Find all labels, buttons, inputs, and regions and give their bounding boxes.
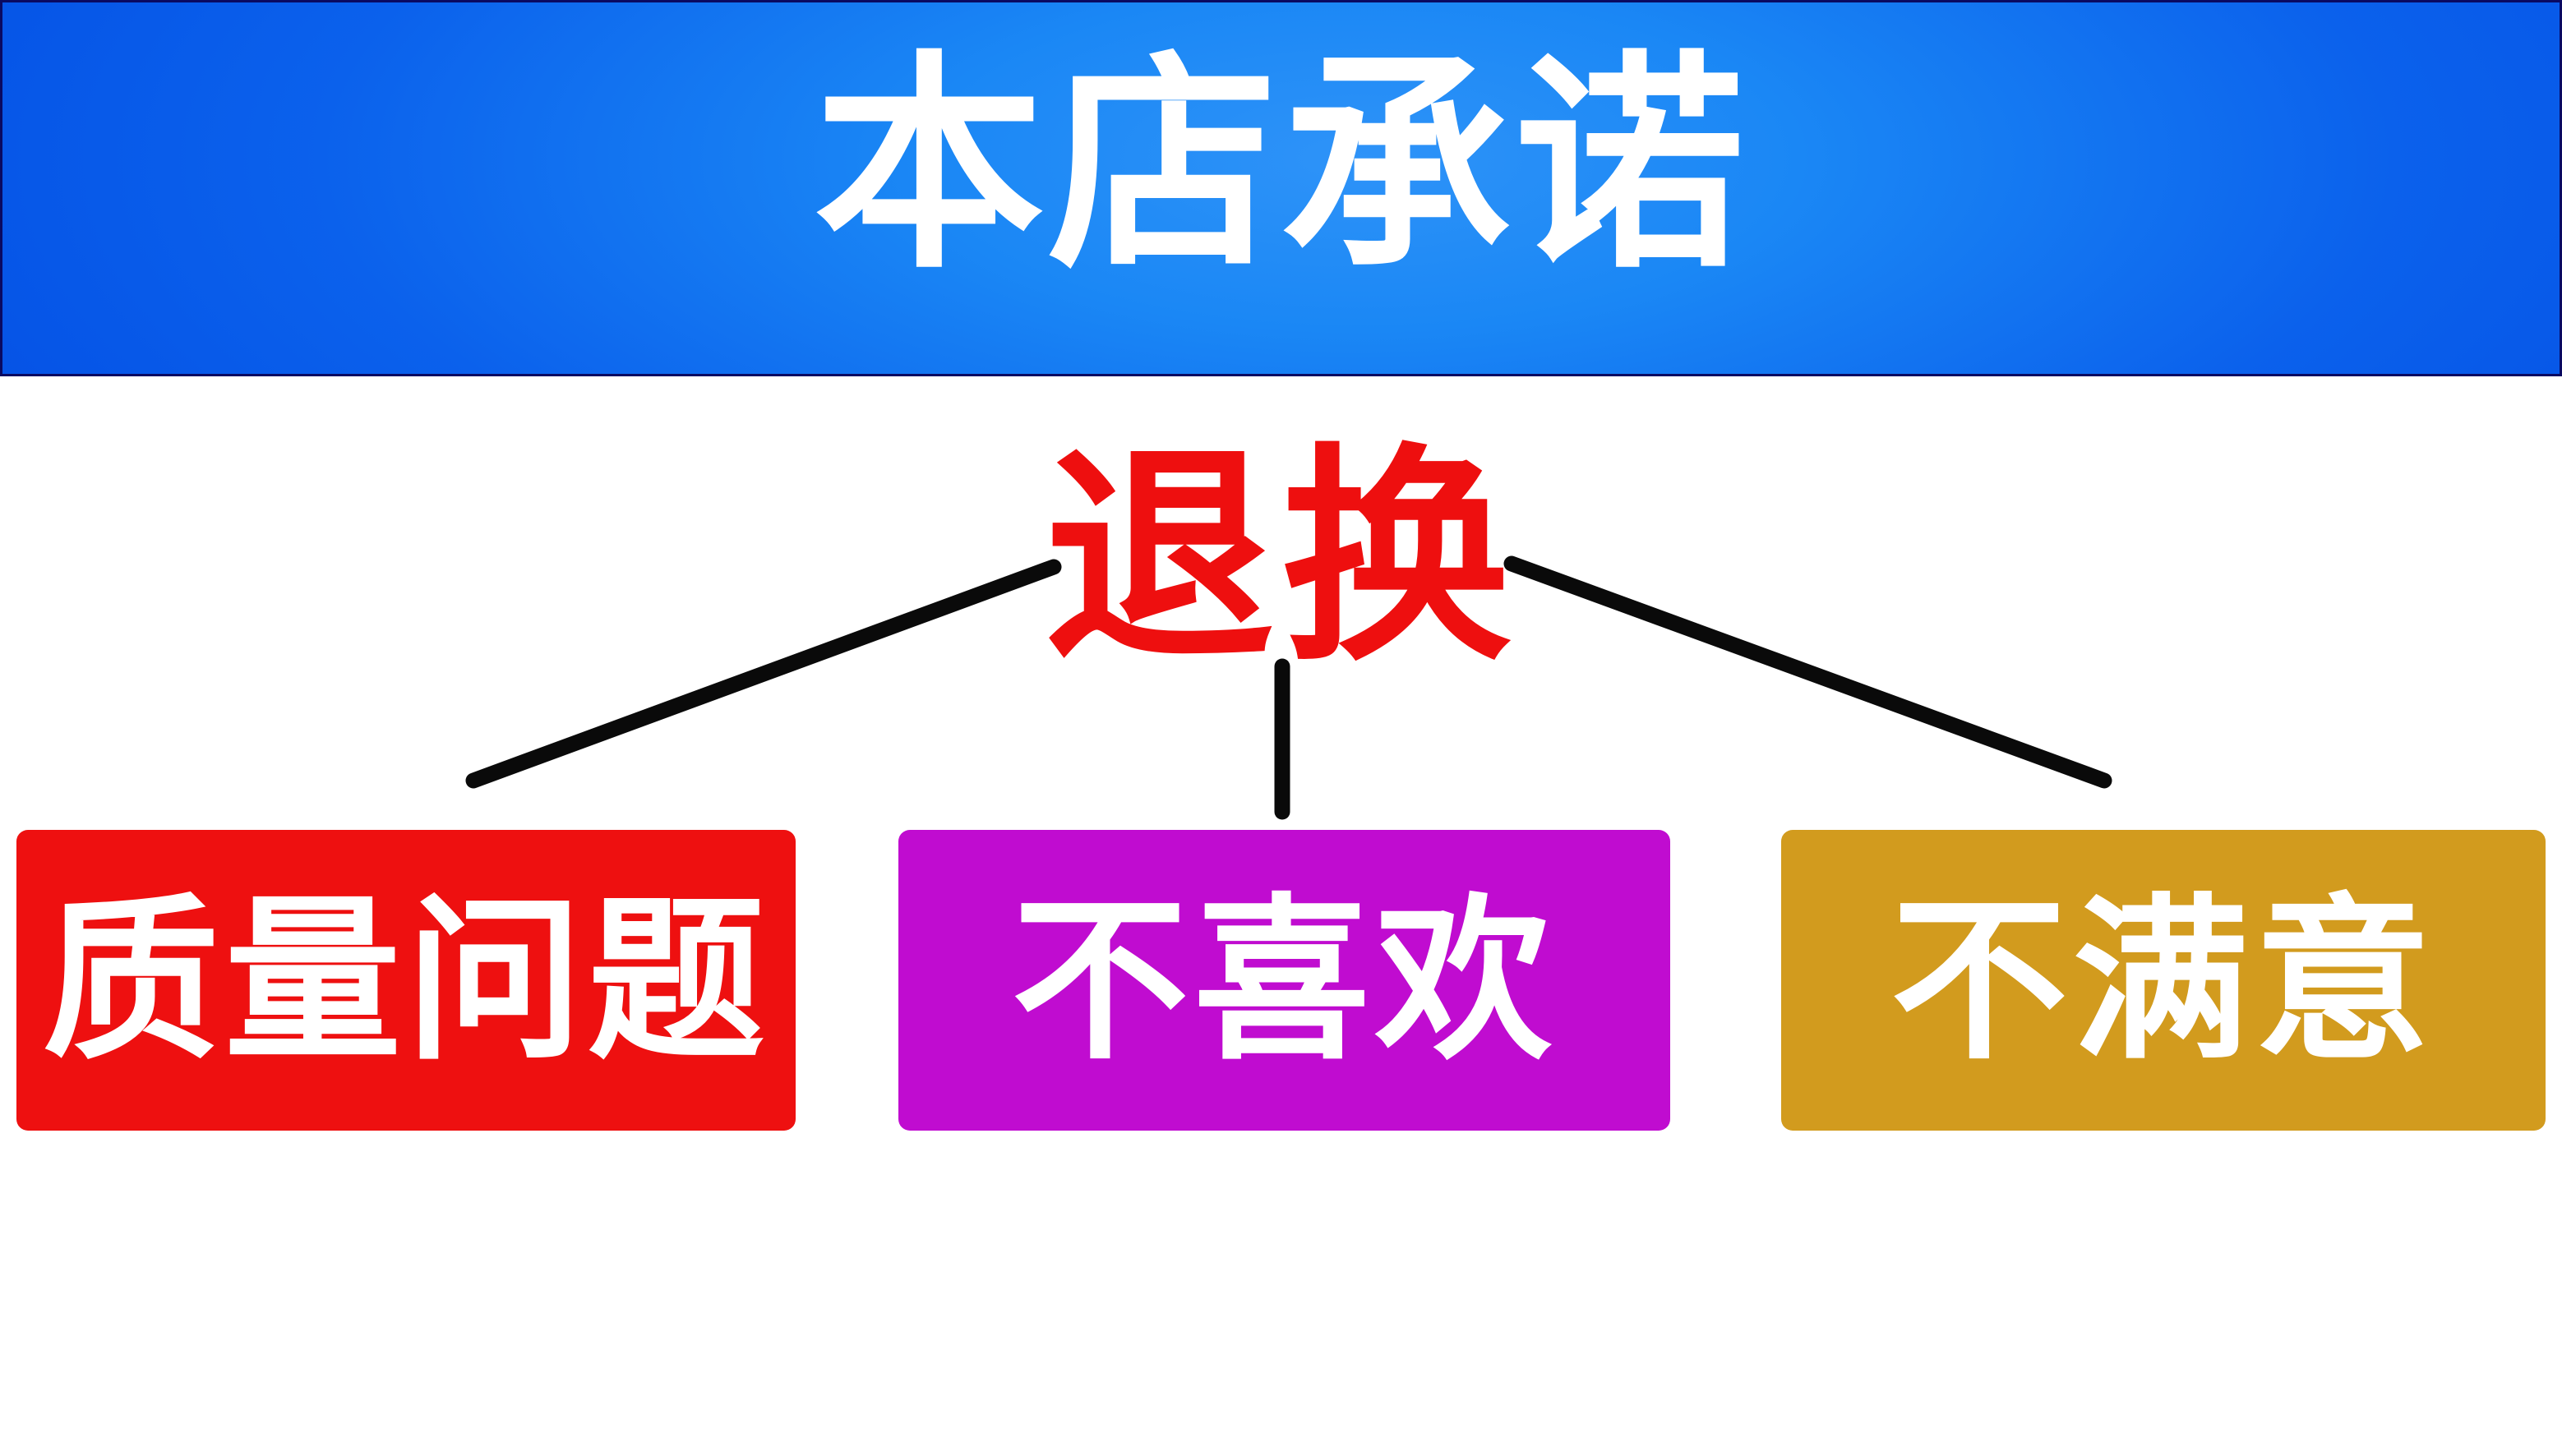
branch-box-dislike: 不喜欢 [898,830,1670,1131]
branch-label-dislike: 不喜欢 [1012,881,1557,1080]
branch-label-unsatisfied: 不满意 [1890,881,2436,1080]
banner-title: 本店承诺 [814,37,1748,294]
branch-box-unsatisfied: 不满意 [1781,830,2546,1131]
branch-label-quality-issue: 质量问题 [43,881,769,1080]
branch-box-quality-issue: 质量问题 [16,830,796,1131]
promo-banner: 本店承诺 [0,0,2562,376]
root-node-label: 退换 [1044,431,1518,687]
